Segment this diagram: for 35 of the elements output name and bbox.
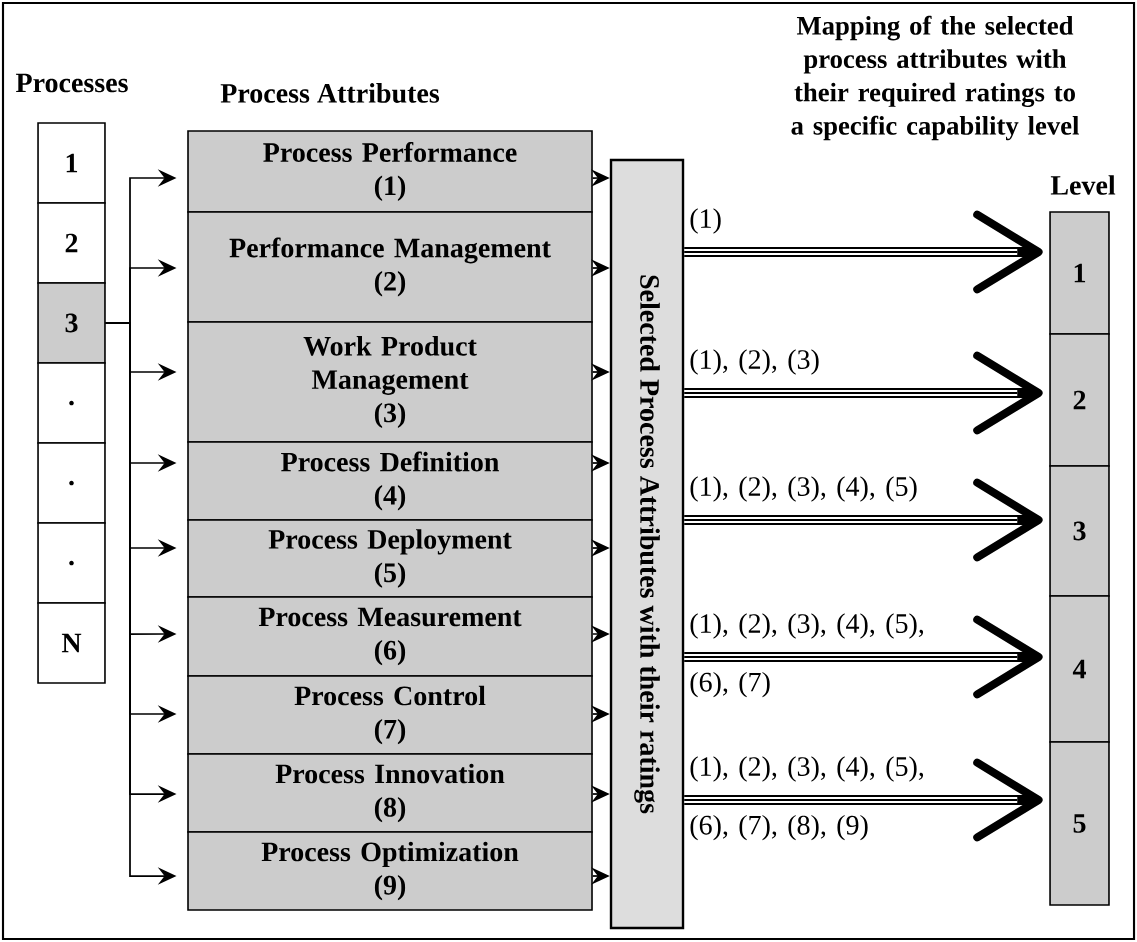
attribute-box: Process Definition (4) xyxy=(187,441,593,521)
level-box: 1 xyxy=(1049,211,1110,335)
edge-label: (1) xyxy=(690,208,721,234)
attribute-box: Process Measurement (6) xyxy=(187,596,593,677)
triple-arrow xyxy=(683,210,1043,294)
header-text: Mapping of the selected process attributes with their required ratings to a specific capability level xyxy=(791,15,1079,141)
level-box: 2 xyxy=(1049,333,1110,467)
level-box: 5 xyxy=(1049,741,1110,906)
attribute-box: Process Control (7) xyxy=(187,675,593,755)
edge-label: (1), (2), (3), (4), (5), (6), (7) xyxy=(690,613,924,698)
process-cell: 2 xyxy=(37,202,106,284)
edge-label: (1), (2), (3) xyxy=(690,349,819,375)
triple-arrow xyxy=(683,351,1043,435)
edge-label: (1), (2), (3), (4), (5) xyxy=(690,476,917,502)
attribute-box: Process Performance (1) xyxy=(187,130,593,213)
attribute-box: Process Innovation (8) xyxy=(187,753,593,833)
attribute-box: Process Deployment (5) xyxy=(187,519,593,598)
process-cell: . xyxy=(37,442,106,524)
selection-box: Selected Process Attributes with their ratings xyxy=(609,158,685,930)
process-cell: . xyxy=(37,362,106,444)
process-cell: 1 xyxy=(37,122,106,204)
triple-arrow xyxy=(683,758,1043,842)
triple-arrow xyxy=(683,615,1043,699)
triple-arrow xyxy=(683,478,1043,562)
level-box: 4 xyxy=(1049,595,1110,743)
attribute-box: Performance Management (2) xyxy=(187,211,593,323)
level-box: 3 xyxy=(1049,465,1110,597)
attribute-box: Process Optimization (9) xyxy=(187,831,593,911)
process-cell: N xyxy=(37,602,106,684)
process-cell: . xyxy=(37,522,106,604)
column-heading: Processes xyxy=(16,73,128,93)
column-heading: Process Attributes xyxy=(220,83,440,103)
edge-label: (1), (2), (3), (4), (5), (6), (7), (8), (9) xyxy=(690,756,924,841)
process-cell: 3 xyxy=(37,282,106,364)
attribute-box: Work Product Management (3) xyxy=(187,321,593,443)
